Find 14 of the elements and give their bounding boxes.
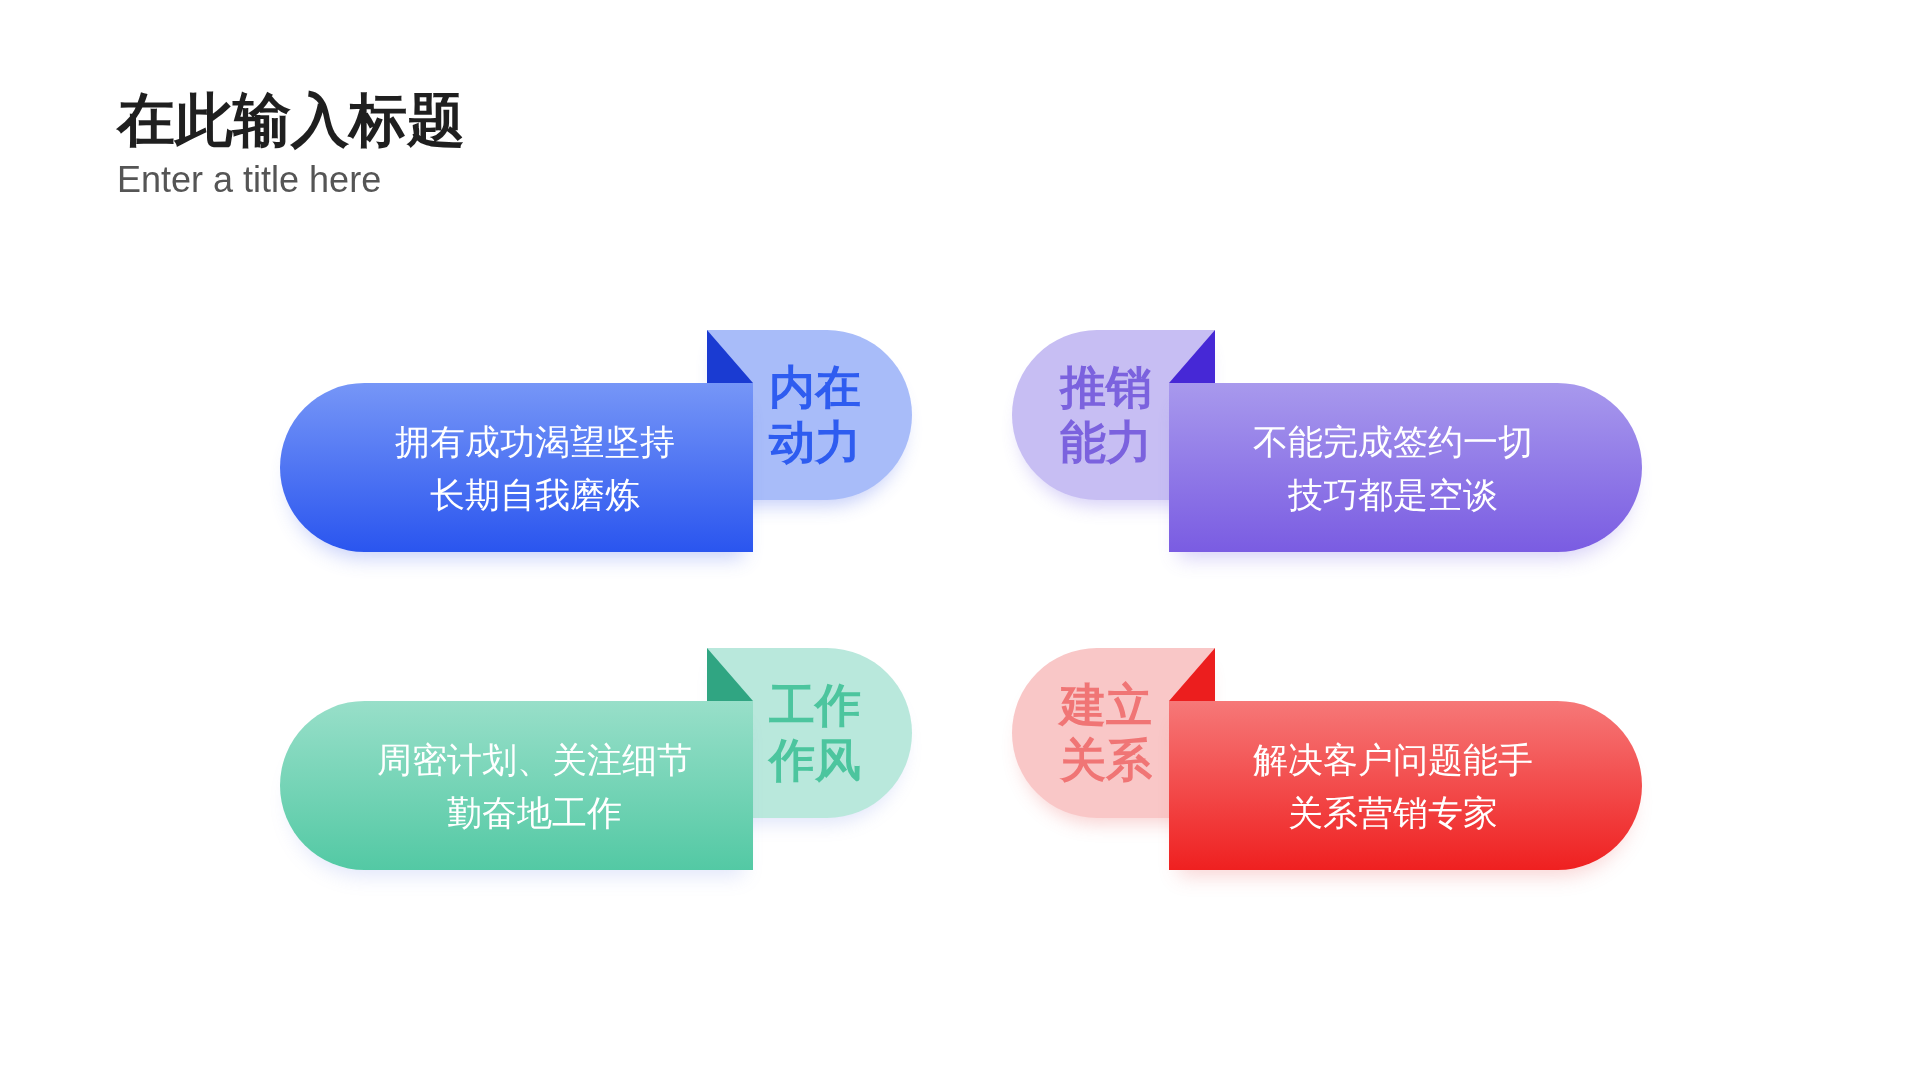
description-pill xyxy=(280,383,753,552)
description-text: 周密计划、关注细节勤奋地工作 xyxy=(376,738,693,834)
description-pill xyxy=(1169,701,1642,870)
tab-title: 内在动力 xyxy=(769,360,862,470)
description-text: 解决客户问题能手关系营销专家 xyxy=(1251,738,1534,834)
tab-title: 推销能力 xyxy=(1060,360,1153,470)
description-text: 不能完成签约一切技巧都是空谈 xyxy=(1251,420,1534,516)
subtitle: Enter a title here xyxy=(117,160,382,200)
tab-title: 工作作风 xyxy=(769,678,862,788)
description-pill xyxy=(1169,383,1642,552)
title: 在此输入标题 xyxy=(117,86,465,154)
tab-title: 建立关系 xyxy=(1060,678,1153,788)
description-text: 拥有成功渴望坚持长期自我磨炼 xyxy=(393,420,676,516)
description-pill xyxy=(280,701,753,870)
